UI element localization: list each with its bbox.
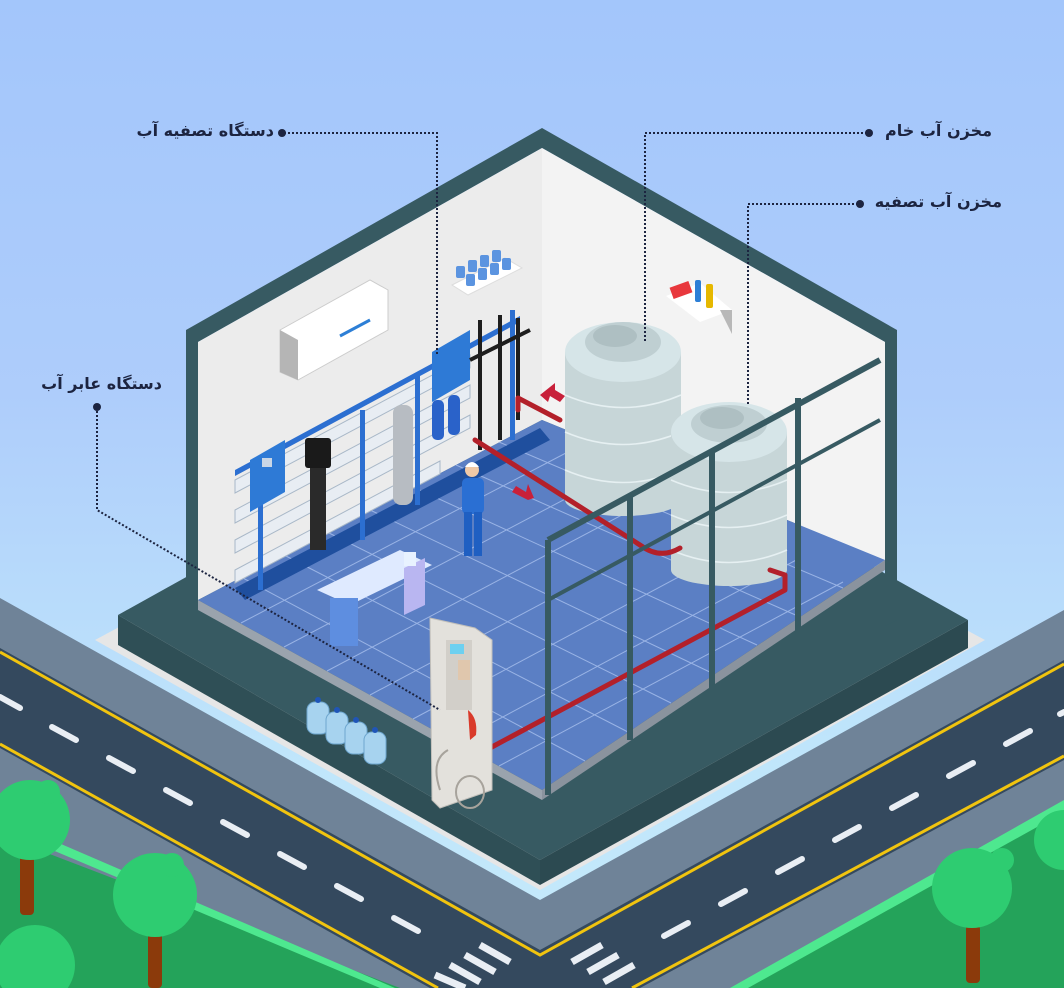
lab-table xyxy=(317,550,432,646)
lane-dashes-right xyxy=(661,709,1064,939)
ro-purification-unit xyxy=(234,310,550,600)
road-left xyxy=(0,648,540,988)
lane-dashes-left xyxy=(0,694,421,934)
road-left-edge-top xyxy=(0,650,1064,957)
leader-treated-tank xyxy=(747,203,858,405)
arrow-down-right xyxy=(512,484,534,500)
road-right xyxy=(540,660,1064,988)
pipe-raw-to-purifier xyxy=(472,437,683,556)
street-grid xyxy=(0,598,1064,988)
air-conditioner xyxy=(279,279,389,381)
treated-water-tank xyxy=(670,402,788,586)
tree xyxy=(932,848,1014,983)
chemical-shelf xyxy=(666,280,732,334)
water-jugs xyxy=(306,697,387,765)
tree xyxy=(0,925,75,988)
plinth-side-right xyxy=(540,620,968,885)
leader-raw-tank xyxy=(644,132,867,343)
red-pipes xyxy=(472,395,788,751)
crosswalk-right xyxy=(570,941,636,986)
pipe-treated-to-dispenser xyxy=(487,567,788,751)
dot-purifier xyxy=(278,129,286,137)
dot-dispenser xyxy=(93,403,101,411)
flow-arrows xyxy=(512,383,565,500)
cup-rack xyxy=(450,250,524,296)
pipe-purifier-to-raw xyxy=(515,395,563,423)
callout-label-treated-tank: مخزن آب تصفیه xyxy=(874,192,1002,211)
trees xyxy=(0,780,1064,988)
callout-dots xyxy=(93,129,873,411)
callout-label-raw-tank: مخزن آب خام xyxy=(884,121,992,140)
tree xyxy=(0,780,70,915)
dot-treated-tank xyxy=(856,200,864,208)
grass-left-top xyxy=(0,822,395,988)
tree xyxy=(113,853,197,988)
callout-leaders xyxy=(96,132,867,711)
arrow-up-left xyxy=(540,383,565,402)
callout-label-dispenser: دستگاه عابر آب xyxy=(41,374,162,393)
glass-partition xyxy=(545,357,882,795)
worker xyxy=(462,462,484,556)
road-right-edge-bottom xyxy=(631,754,1064,988)
raw-water-tank xyxy=(564,322,682,516)
grass-right-top xyxy=(730,800,1064,988)
dot-raw-tank xyxy=(865,129,873,137)
road-left-edge-bottom xyxy=(0,742,439,988)
water-vending-machine xyxy=(429,617,493,809)
plinth-side-left xyxy=(118,615,540,885)
tree xyxy=(1034,810,1064,870)
crosswalk-left xyxy=(433,941,512,988)
callout-label-purifier: دستگاه تصفیه آب xyxy=(136,121,274,140)
leader-purifier xyxy=(284,132,438,355)
